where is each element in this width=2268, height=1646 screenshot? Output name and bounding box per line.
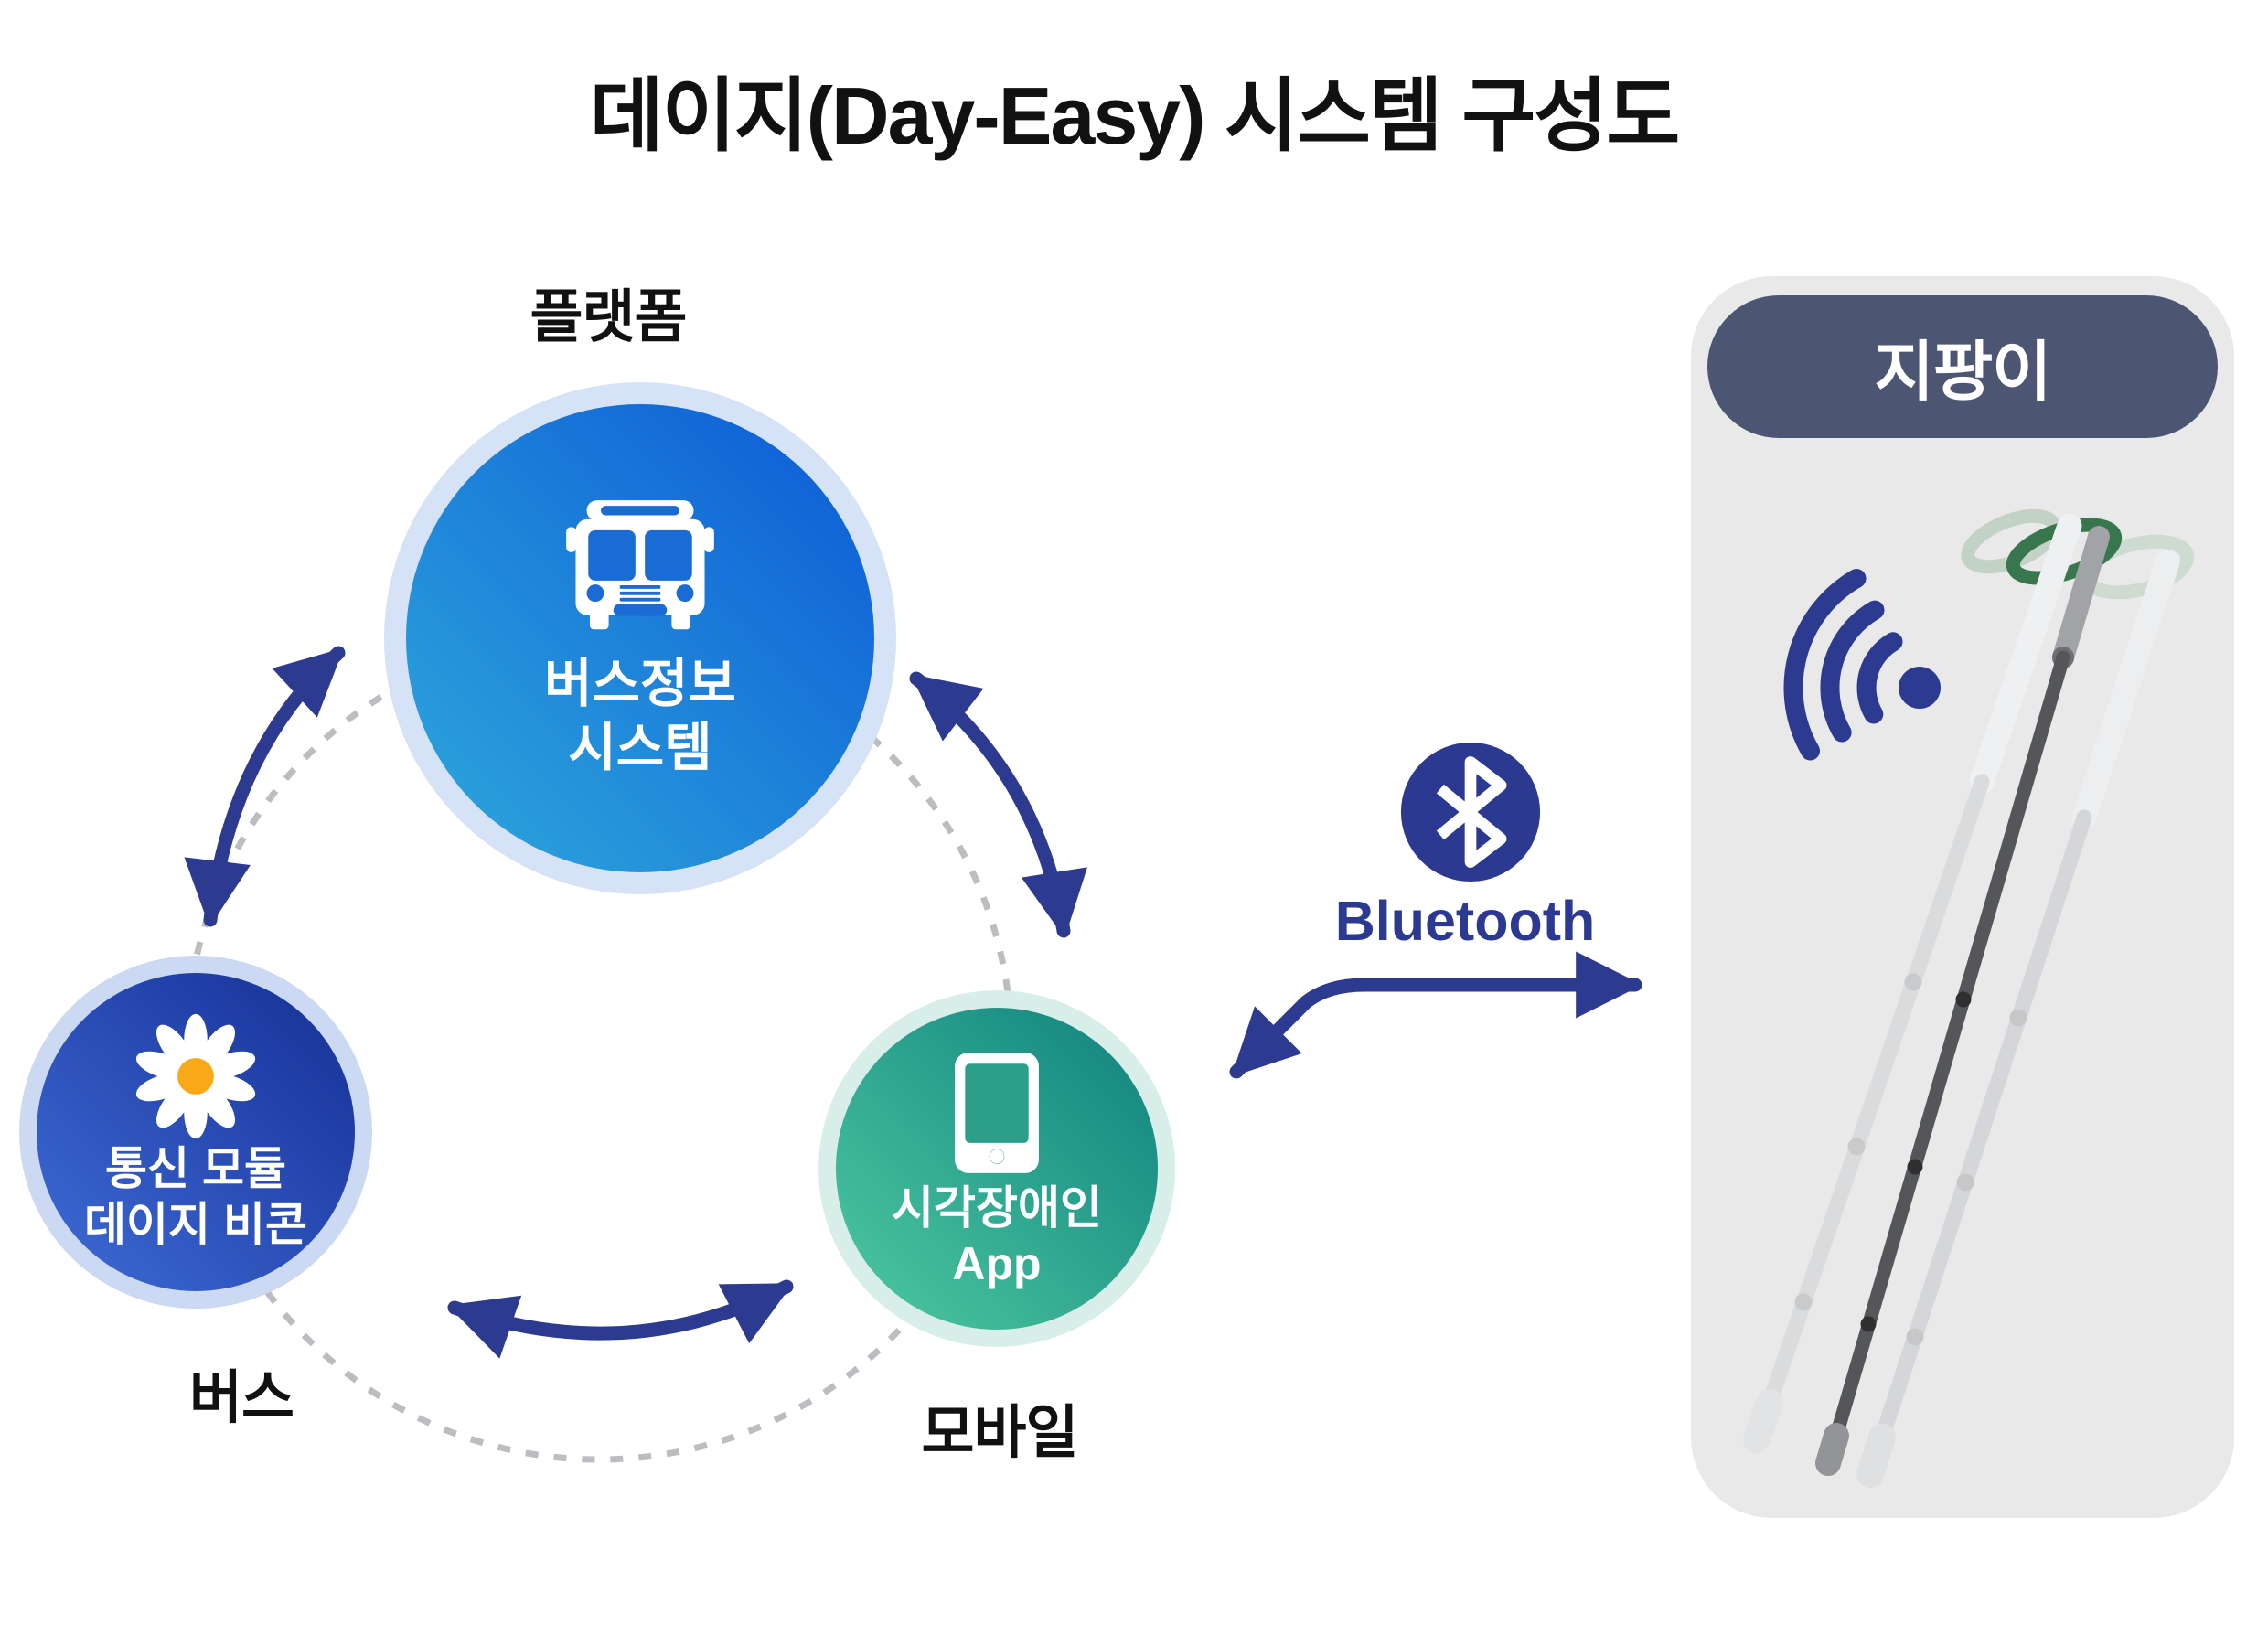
bluetooth-icon bbox=[1400, 742, 1541, 882]
node-bus-line2: 데이지 비콘 bbox=[84, 1199, 307, 1250]
node-bus-line1: 통신 모듈 bbox=[105, 1143, 286, 1194]
node-label-mobile: 모바일 bbox=[921, 1401, 1079, 1465]
node-mobile: 시각장애인 App bbox=[818, 990, 1175, 1347]
cane-panel-title-badge: 지팡이 bbox=[1707, 295, 2218, 438]
ghost-cane-left bbox=[1743, 513, 2082, 1453]
bluetooth-label: Bluetooth bbox=[1334, 890, 1596, 952]
bus-icon bbox=[566, 500, 714, 630]
node-bus: 통신 모듈 데이지 비콘 bbox=[19, 956, 372, 1309]
node-platform-line1: 버스정보 bbox=[544, 655, 736, 714]
node-platform-circle: 버스정보 시스템 bbox=[406, 404, 874, 872]
arrow-platform-mobile bbox=[909, 671, 1087, 939]
cane-panel: 지팡이 bbox=[1691, 276, 2234, 1518]
smartphone-icon bbox=[955, 1053, 1039, 1173]
node-label-platform: 플랫폼 bbox=[530, 285, 688, 349]
node-bus-circle: 통신 모듈 데이지 비콘 bbox=[37, 973, 355, 1291]
ghost-cane-right bbox=[1856, 550, 2180, 1488]
page-title: 데이지(Day-Easy) 시스템 구성도 bbox=[589, 70, 1680, 161]
node-mobile-line2: App bbox=[952, 1238, 1042, 1289]
node-platform: 버스정보 시스템 bbox=[384, 382, 896, 894]
arrow-platform-bus bbox=[184, 646, 346, 928]
daisy-icon bbox=[135, 1013, 256, 1139]
node-platform-line2: 시스템 bbox=[568, 719, 712, 777]
node-mobile-circle: 시각장애인 App bbox=[836, 1008, 1158, 1330]
node-mobile-line1: 시각장애인 bbox=[892, 1182, 1102, 1234]
node-label-bus: 버스 bbox=[189, 1366, 294, 1430]
white-cane-illustration bbox=[1743, 508, 2195, 1488]
signal-waves-icon bbox=[1783, 569, 1941, 761]
arrow-bluetooth-cane bbox=[1229, 951, 1643, 1079]
white-cane-main bbox=[1815, 526, 2110, 1476]
arrow-bus-mobile bbox=[447, 1279, 794, 1359]
cane-panel-title: 지팡이 bbox=[1874, 337, 2052, 409]
